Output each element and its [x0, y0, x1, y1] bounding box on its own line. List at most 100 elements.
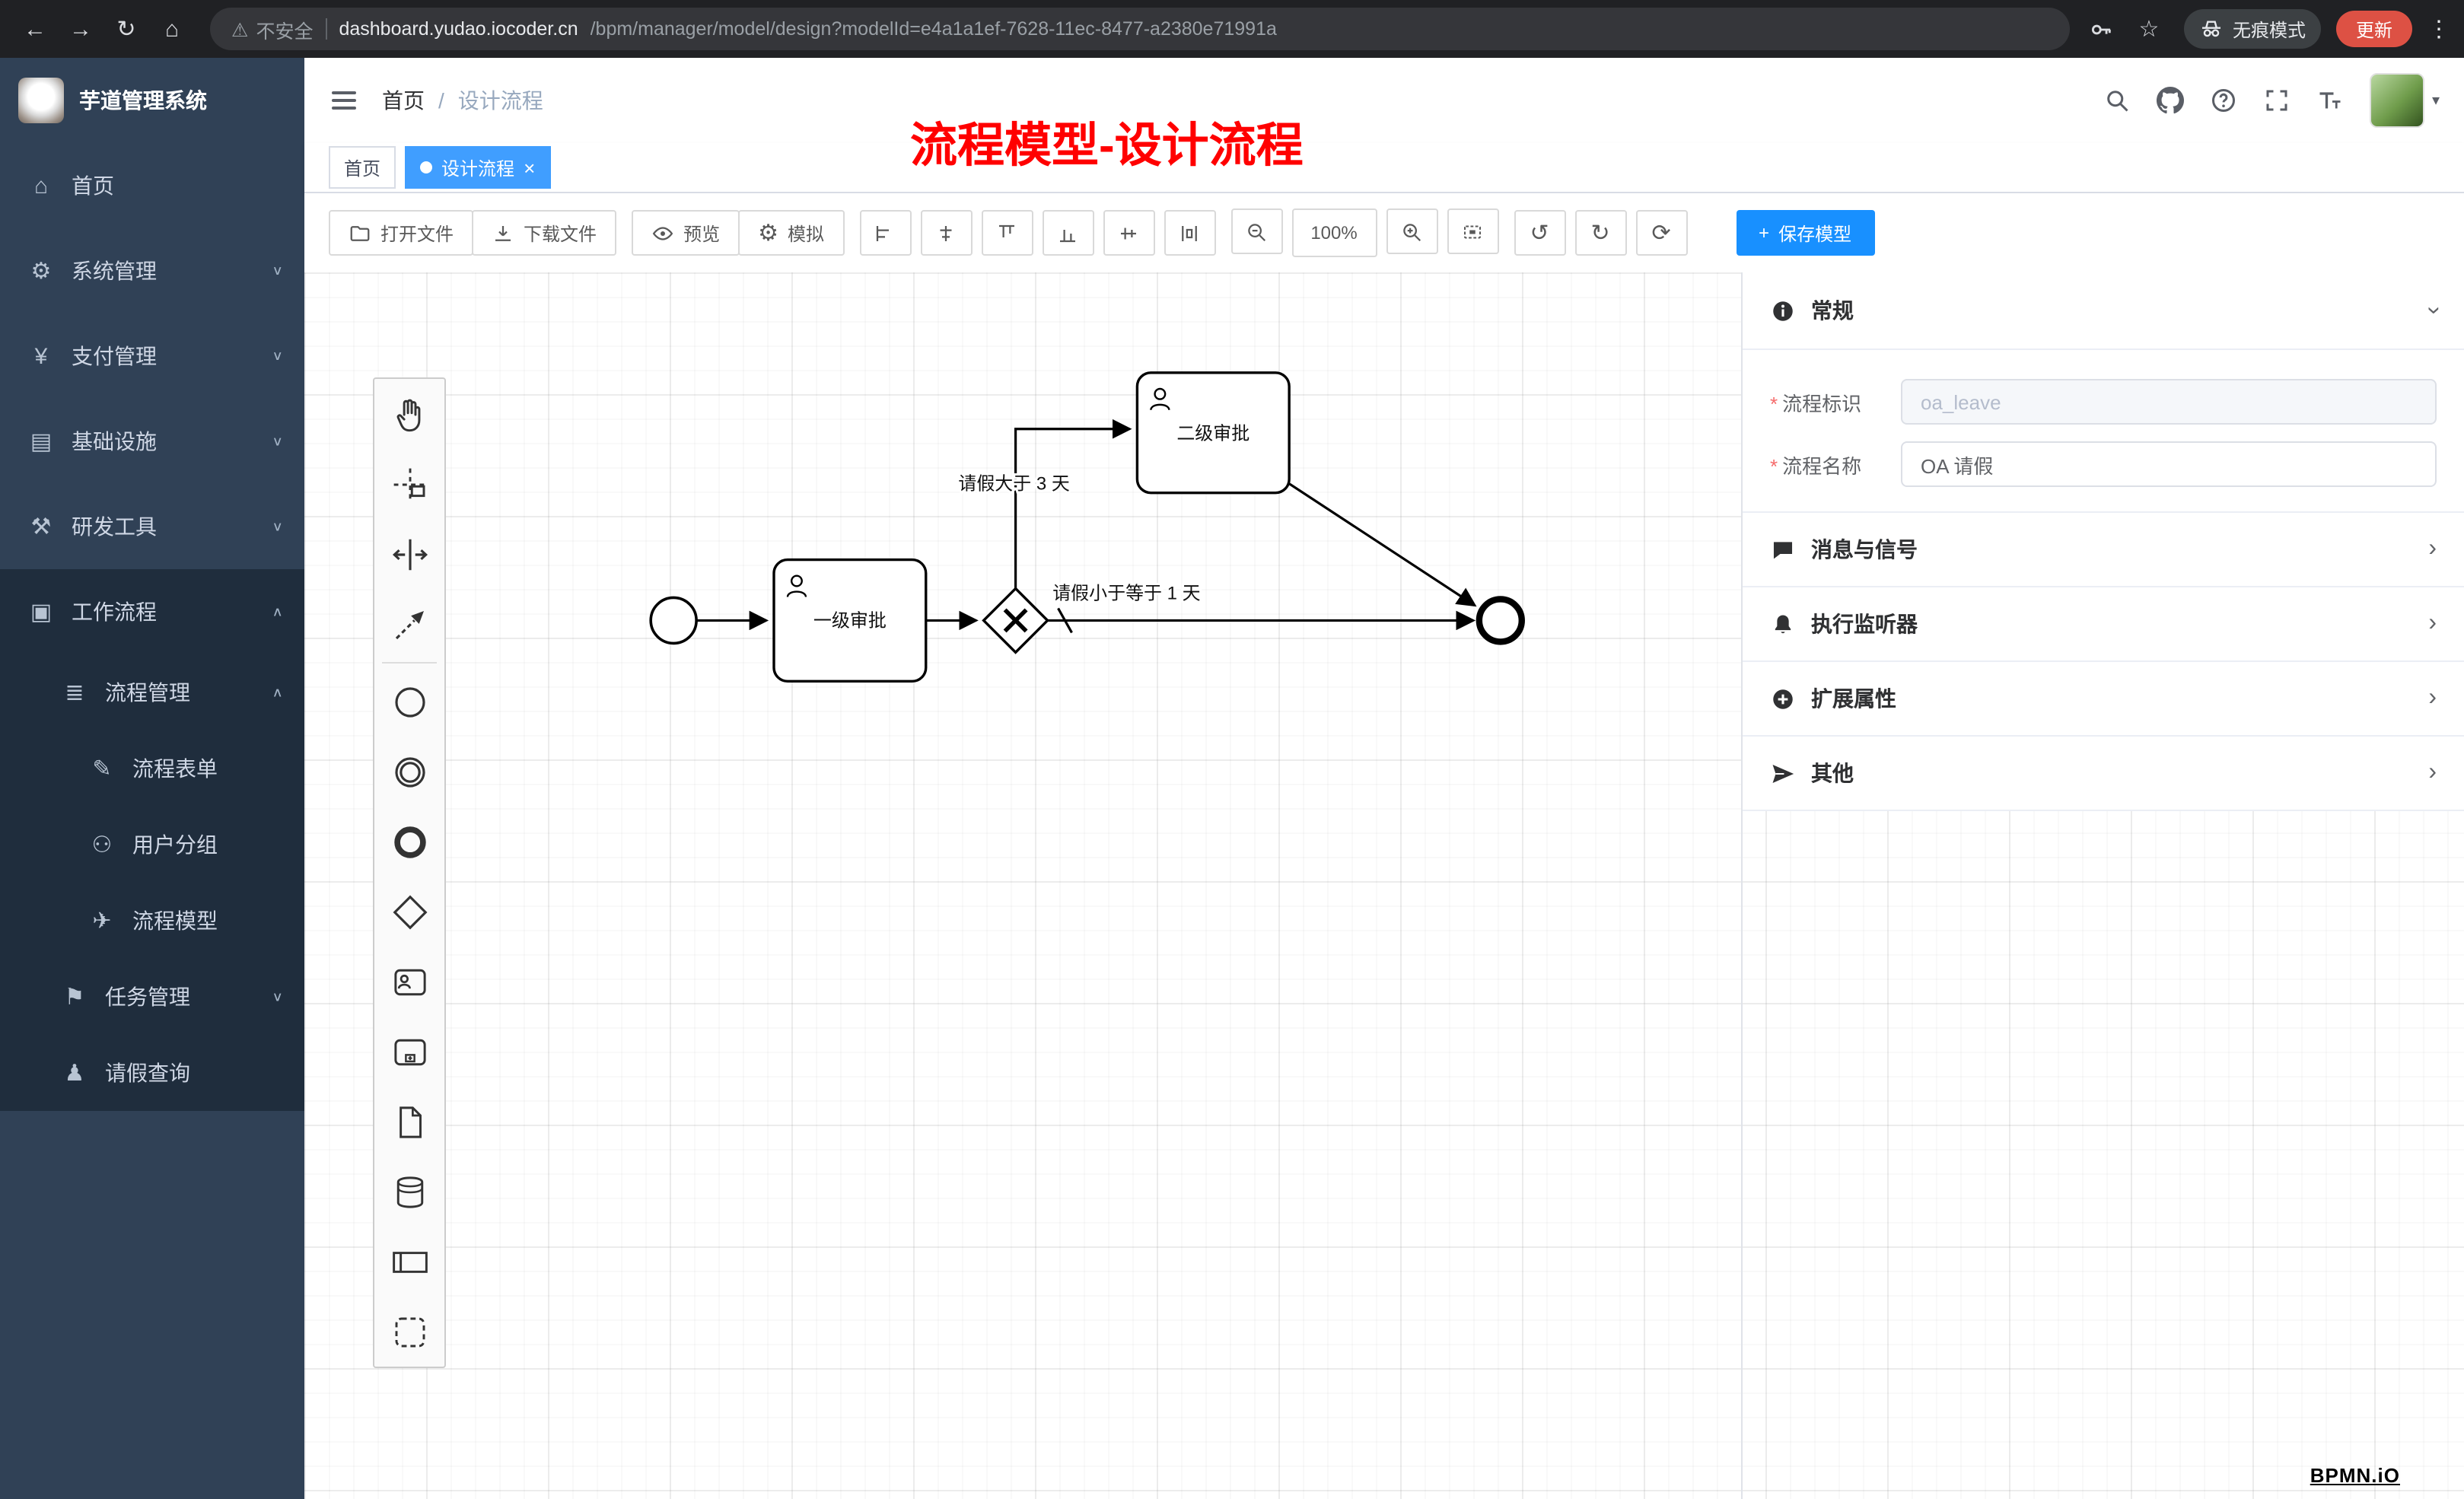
sidebar-item-label: 首页: [72, 173, 114, 198]
align-left-button[interactable]: [859, 210, 912, 256]
panel-section-execution-listener[interactable]: 执行监听器 ›: [1743, 587, 2464, 662]
sidebar-item-system-management[interactable]: ⚙ 系统管理 ∨: [0, 228, 304, 313]
bpmn-canvas[interactable]: 请假大于 3 天 请假小于等于 1 天 一级审批: [304, 272, 2464, 1499]
sidebar-item-task-management[interactable]: ⚑ 任务管理 ∨: [0, 959, 304, 1035]
sidebar-item-label: 用户分组: [132, 832, 218, 857]
lasso-tool[interactable]: [374, 449, 444, 519]
user-task-second-approval[interactable]: 二级审批: [1135, 371, 1291, 495]
user-task-first-approval[interactable]: 一级审批: [772, 558, 928, 683]
panel-section-general[interactable]: 常规 ›: [1743, 272, 2464, 350]
tab-design-process[interactable]: 设计流程 ×: [405, 146, 551, 189]
preview-button[interactable]: 预览: [632, 210, 740, 256]
global-connect-tool[interactable]: [374, 589, 444, 659]
undo-button[interactable]: ↺: [1514, 210, 1566, 256]
font-size-icon[interactable]: [2316, 87, 2344, 114]
space-tool[interactable]: [374, 519, 444, 589]
tab-label: 设计流程: [441, 158, 515, 179]
align-top-button[interactable]: [981, 210, 1033, 256]
home-nav-icon[interactable]: ⌂: [164, 16, 180, 42]
create-gateway[interactable]: [374, 877, 444, 947]
forward-icon[interactable]: →: [69, 16, 92, 42]
process-key-input[interactable]: [1901, 379, 2437, 425]
create-data-store[interactable]: [374, 1157, 444, 1227]
incognito-icon: [2201, 21, 2220, 37]
zoom-reset-button[interactable]: [1447, 208, 1499, 254]
hand-tool[interactable]: [374, 379, 444, 449]
panel-section-extension-properties[interactable]: 扩展属性 ›: [1743, 662, 2464, 737]
create-start-event[interactable]: [374, 667, 444, 737]
hamburger-icon[interactable]: [329, 85, 359, 116]
align-middle-vertical-icon: [1121, 227, 1137, 239]
create-call-activity[interactable]: [374, 1017, 444, 1087]
back-icon[interactable]: ←: [24, 16, 46, 42]
exclusive-gateway[interactable]: [982, 587, 1049, 654]
create-end-event[interactable]: [374, 807, 444, 877]
flow-label-gt3days[interactable]: 请假大于 3 天: [956, 472, 1072, 497]
create-user-task[interactable]: [374, 947, 444, 1017]
download-file-button[interactable]: 下载文件: [472, 210, 617, 256]
flow-task2-to-end[interactable]: [1288, 482, 1477, 607]
close-icon[interactable]: ×: [524, 156, 536, 179]
chevron-down-icon[interactable]: ›: [2420, 306, 2446, 315]
user-menu[interactable]: ▾: [2369, 73, 2440, 128]
simulate-button[interactable]: ⚙ 模拟: [738, 210, 845, 256]
save-model-button[interactable]: + 保存模型: [1736, 210, 1875, 256]
start-event[interactable]: [649, 596, 698, 645]
bpmn-io-logo[interactable]: BPMN.iO: [2310, 1464, 2400, 1487]
create-intermediate-event[interactable]: [374, 737, 444, 807]
sidebar-item-label: 流程表单: [132, 756, 218, 781]
sidebar-item-infrastructure[interactable]: ▤ 基础设施 ∨: [0, 399, 304, 484]
end-event[interactable]: [1476, 596, 1525, 645]
sidebar-item-leave-query[interactable]: ♟ 请假查询: [0, 1035, 304, 1111]
sidebar-item-user-groups[interactable]: ⚇ 用户分组: [0, 807, 304, 883]
align-bottom-button[interactable]: [1042, 210, 1094, 256]
align-middle-vertical-button[interactable]: [1103, 210, 1155, 256]
sidebar-item-label: 流程模型: [132, 909, 218, 933]
security-chip[interactable]: ⚠ 不安全: [231, 14, 313, 43]
create-participant[interactable]: [374, 1227, 444, 1297]
panel-section-other[interactable]: 其他 ›: [1743, 737, 2464, 811]
zoom-level: 100%: [1291, 208, 1377, 257]
chrome-menu-icon[interactable]: ⋮: [2427, 17, 2450, 43]
sidebar-item-label: 研发工具: [72, 514, 157, 539]
users-icon: ⚇: [91, 832, 113, 858]
process-name-input[interactable]: [1901, 441, 2437, 487]
flow-label-le1day[interactable]: 请假小于等于 1 天: [1050, 581, 1202, 606]
reload-icon[interactable]: ↻: [116, 17, 136, 43]
sidebar-item-payment-management[interactable]: ¥ 支付管理 ∨: [0, 313, 304, 399]
flow-gateway-to-task2[interactable]: [1014, 419, 1132, 589]
sidebar-item-workflow[interactable]: ▣ 工作流程 ∧: [0, 569, 304, 654]
zoom-out-button[interactable]: [1230, 208, 1283, 254]
create-group[interactable]: [374, 1297, 444, 1367]
distribute-horizontal-button[interactable]: [1164, 210, 1216, 256]
create-data-object[interactable]: [374, 1087, 444, 1157]
sidebar-item-dev-tools[interactable]: ⚒ 研发工具 ∨: [0, 484, 304, 569]
tab-home[interactable]: 首页: [329, 146, 396, 189]
redo-button[interactable]: ↻: [1574, 210, 1627, 256]
bookmark-star-icon[interactable]: ☆: [2138, 17, 2160, 43]
panel-section-message-signal[interactable]: 消息与信号 ›: [1743, 513, 2464, 587]
sidebar-item-process-form[interactable]: ✎ 流程表单: [0, 730, 304, 807]
omnibox-divider: [325, 18, 327, 40]
sidebar-item-label: 工作流程: [72, 600, 157, 624]
address-bar[interactable]: ⚠ 不安全 dashboard.yudao.iocoder.cn /bpm/ma…: [210, 8, 2070, 50]
url-path: /bpm/manager/model/design?modelId=e4a1a1…: [590, 18, 1277, 40]
sidebar-item-process-model[interactable]: ✈ 流程模型: [0, 883, 304, 959]
sidebar-item-process-management[interactable]: ≣ 流程管理 ∧: [0, 654, 304, 730]
sidebar-item-home[interactable]: ⌂ 首页: [0, 143, 304, 228]
url-host: dashboard.yudao.iocoder.cn: [339, 18, 578, 40]
zoom-in-button[interactable]: [1386, 208, 1438, 254]
open-file-button[interactable]: 打开文件: [329, 210, 474, 256]
update-button[interactable]: 更新: [2335, 11, 2412, 47]
search-icon[interactable]: [2103, 87, 2131, 114]
bell-icon: [1770, 611, 1796, 637]
undo-icon: ↺: [1530, 220, 1549, 246]
github-icon[interactable]: [2156, 87, 2184, 114]
restart-button[interactable]: ⟳: [1635, 210, 1688, 256]
fullscreen-icon[interactable]: [2263, 87, 2291, 114]
key-icon[interactable]: [2088, 16, 2114, 42]
align-center-horizontal-button[interactable]: [920, 210, 973, 256]
breadcrumb-home[interactable]: 首页: [382, 88, 425, 113]
avatar[interactable]: [2369, 73, 2424, 128]
help-icon[interactable]: [2210, 87, 2237, 114]
